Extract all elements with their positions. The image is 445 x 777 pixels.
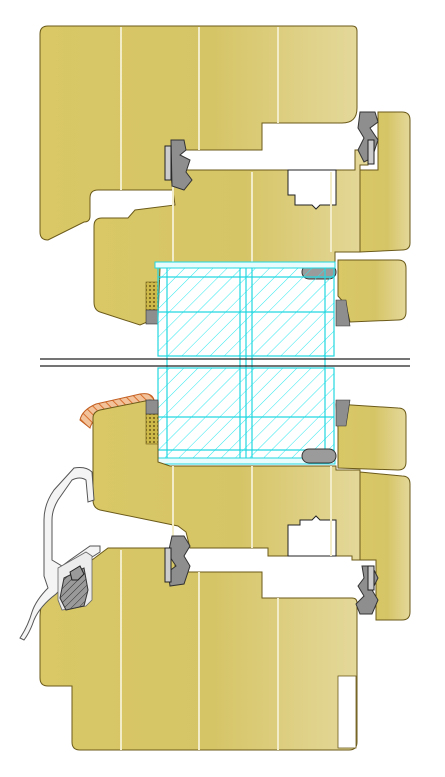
- sill-section: [19, 393, 411, 751]
- head-frame-lamination: [120, 27, 279, 190]
- sill-clip: [59, 567, 89, 611]
- sill-sash-profile: [92, 399, 361, 561]
- gasket-icon: [69, 565, 85, 581]
- seal-block: [145, 399, 159, 415]
- gasket-icon: [367, 139, 375, 165]
- section-break-line: [40, 358, 410, 367]
- glass-edge-top: [154, 261, 336, 269]
- sill-frame-notch: [337, 675, 357, 749]
- head-section: [39, 25, 411, 327]
- gasket-icon: [167, 535, 191, 587]
- seal-tape: [145, 281, 159, 311]
- gasket-icon: [164, 145, 172, 181]
- glazing-wedge: [335, 399, 351, 427]
- sill-glazing-bead: [335, 403, 407, 471]
- glass-unit: [154, 261, 336, 465]
- seal-block: [145, 309, 159, 325]
- seal-tape: [145, 413, 159, 445]
- gasket-icon: [164, 547, 172, 583]
- sill-sash-lamination: [172, 466, 332, 556]
- head-glazing-bead: [337, 259, 407, 323]
- gasket-icon: [170, 139, 193, 191]
- gasket-icon: [367, 565, 375, 591]
- gasket-icon: [355, 565, 379, 615]
- glazing-gasket: [301, 448, 337, 464]
- head-sash-groove: [287, 169, 337, 210]
- sill-sash-groove: [287, 515, 337, 557]
- sill-right-frame: [359, 471, 411, 621]
- head-right-frame: [359, 111, 411, 253]
- head-sash-lamination: [172, 172, 332, 268]
- glass-spacers: [158, 266, 334, 460]
- glazing-wedge: [335, 299, 351, 327]
- sill-frame-lamination: [120, 550, 279, 750]
